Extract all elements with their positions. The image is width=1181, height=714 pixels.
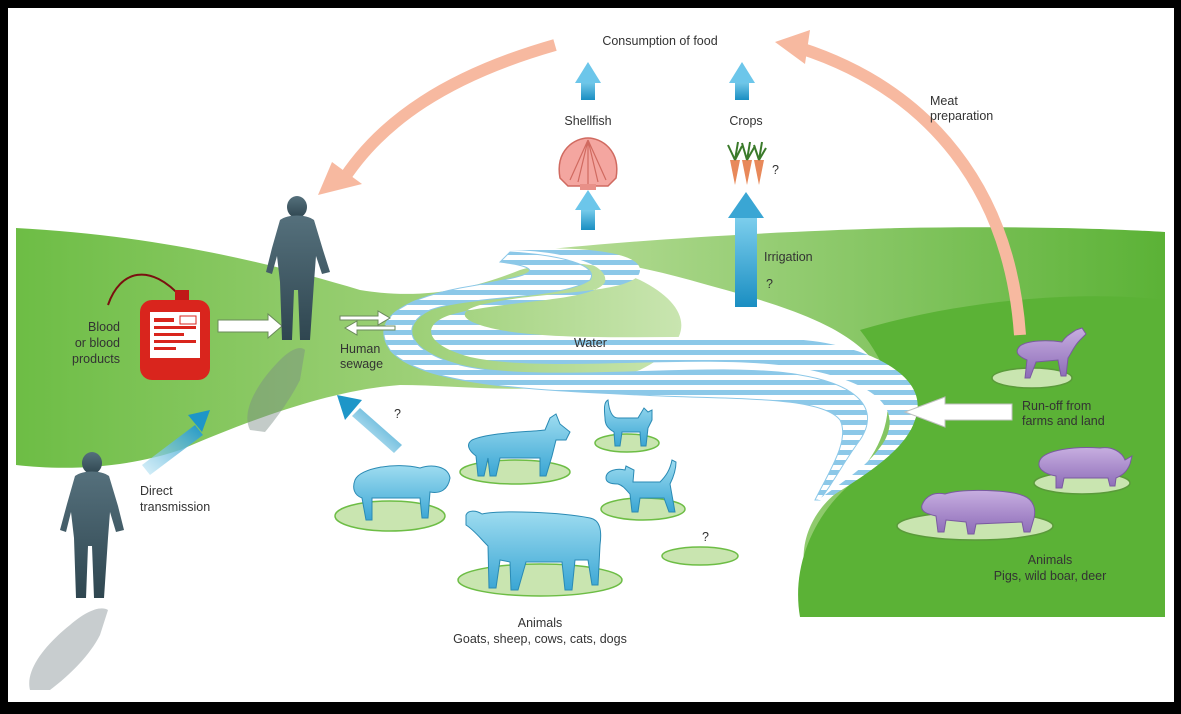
arrow-animals-to-human: [337, 395, 402, 453]
arrow-water-to-shellfish: [575, 190, 601, 230]
arrow-blood-to-human: [217, 312, 283, 340]
blood-bag-icon: [107, 273, 210, 380]
sheep-icon: [353, 465, 451, 521]
animals-right-label-line1: Animals: [1027, 553, 1073, 567]
arrow-human-sewage-exchange: [339, 310, 396, 336]
arrow-irrigation: [728, 192, 764, 307]
water-label: Water: [574, 336, 607, 350]
unknown-animal-question-mark: ?: [702, 530, 709, 544]
runoff-label-line2: farms and land: [1022, 414, 1105, 428]
consumption-label: Consumption of food: [602, 34, 718, 48]
river: [383, 251, 868, 501]
peach-arrow-right: [798, 42, 1026, 336]
peach-arrow-left: [334, 39, 557, 189]
human-top-shadow: [247, 348, 305, 432]
ground-ellipse-cow: [457, 563, 623, 597]
pig-icon: [921, 489, 1036, 535]
human-bottom-shadow: [29, 608, 108, 690]
wild-boar-icon: [1038, 447, 1133, 489]
shellfish-icon: [558, 137, 618, 190]
blood-label-line2: or blood: [74, 336, 120, 350]
runoff-label-line1: Run-off from: [1022, 399, 1092, 413]
ground-ellipse-cat: [594, 433, 660, 453]
crops-question-mark: ?: [772, 163, 779, 177]
blood-label-line3: products: [72, 352, 120, 366]
sewage-label-line2: sewage: [340, 357, 384, 371]
arrow-runoff: [903, 396, 1013, 428]
dog-icon: [605, 459, 677, 513]
crops-icon: [727, 141, 767, 185]
direct-transmission-label-line2: transmission: [140, 500, 211, 514]
meat-preparation-label-line2: preparation: [930, 109, 994, 123]
animals-right-label-line2: Pigs, wild boar, deer: [993, 569, 1107, 583]
irrigation-question-mark: ?: [766, 277, 773, 291]
deer-icon: [1016, 327, 1087, 379]
ground-ellipse-unknown: [661, 546, 739, 566]
sewage-label-line1: Human: [340, 342, 381, 356]
ground-ellipse-sheep: [334, 500, 446, 532]
crops-label: Crops: [729, 114, 763, 128]
shellfish-label: Shellfish: [564, 114, 612, 128]
meat-preparation-label-line1: Meat: [930, 94, 958, 108]
peach-arrow-right-head: [775, 30, 810, 64]
direct-transmission-label-line1: Direct: [140, 484, 173, 498]
irrigation-label: Irrigation: [764, 250, 813, 264]
human-figure-bottom: [60, 452, 124, 598]
arrow-crops-to-consumption: [729, 62, 755, 100]
animals-to-human-question-mark: ?: [394, 407, 401, 421]
blood-label-line1: Blood: [88, 320, 120, 334]
arrow-shellfish-to-consumption: [575, 62, 601, 100]
human-figure-top: [266, 196, 330, 340]
arrow-direct-transmission: [142, 410, 210, 475]
cow-icon: [465, 510, 602, 591]
peach-arrow-left-head: [318, 162, 362, 195]
animals-left-label-line2: Goats, sheep, cows, cats, dogs: [453, 632, 627, 646]
animals-left-label-line1: Animals: [517, 616, 563, 630]
cat-icon: [603, 399, 653, 447]
goat-icon: [468, 413, 571, 477]
